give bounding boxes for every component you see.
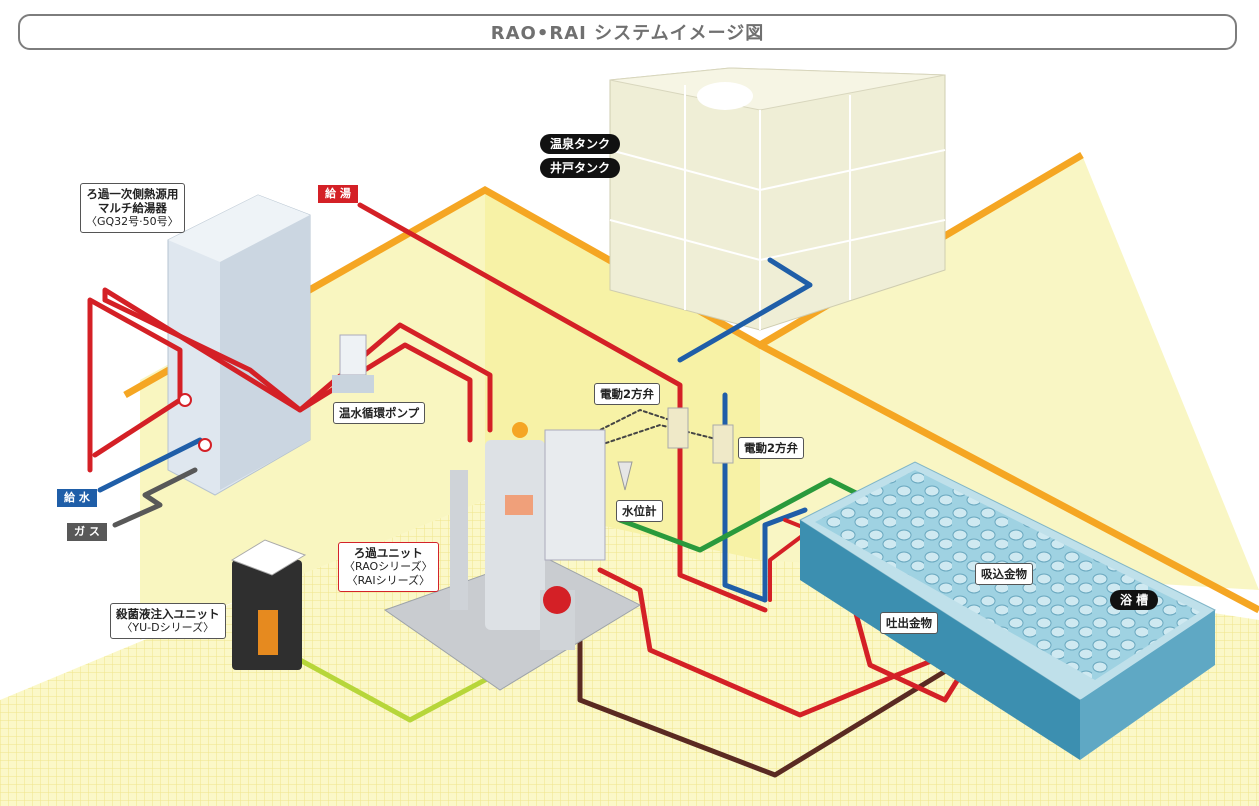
page-title: RAO•RAI システムイメージ図 [18,14,1237,50]
filter-unit [383,422,642,691]
sterilizer-label-line1: 殺菌液注入ユニット [116,607,220,621]
hot-supply-tag: 給 湯 [318,185,358,203]
pipe-hot-heater-1 [87,297,183,473]
heater-label-line2: マルチ給湯器 [97,201,167,215]
heater-label-line3: 〈GQ32号·50号〉 [86,215,179,228]
pipe-return [577,617,983,778]
left-wall [140,190,485,640]
pipe-hot-supply [357,202,768,613]
gas-tag: ガ ス [67,523,107,541]
level-meter-body [617,461,633,491]
heater-label: ろ過一次側熱源用 マルチ給湯器 〈GQ32号·50号〉 [80,183,185,233]
hot-spring-tank-pill: 温泉タンク [540,134,621,154]
filter-label-line3: 〈RAIシリーズ〉 [346,574,431,587]
water-supply-tag: 給 水 [57,489,97,507]
well-tank-pill: 井戸タンク [540,158,621,178]
water-heater [167,194,311,496]
valve-2-body [712,424,734,464]
pipe-water-tank [677,257,813,603]
level-meter-label: 水位計 [616,500,663,522]
beam-right [758,341,1259,614]
bath-pill: 浴 槽 [1110,590,1159,610]
pump [332,334,374,393]
valve-1-label: 電動2方弁 [594,383,661,405]
pipe-water-supply [97,437,203,493]
filter-label-line1: ろ過ユニット [353,546,423,560]
filter-label-line2: 〈RAOシリーズ〉 [344,560,433,573]
heater-label-line1: ろ過一次側熱源用 [86,187,179,201]
filter-unit-label: ろ過ユニット 〈RAOシリーズ〉 〈RAIシリーズ〉 [338,542,439,592]
sterilizer-unit [230,539,307,670]
sterilizer-label-line2: 〈YU-Dシリーズ〉 [121,621,215,634]
pipe-bath-feed [768,518,812,602]
suction-label: 吸込金物 [975,563,1033,585]
sterilizer-label: 殺菌液注入ユニット 〈YU-Dシリーズ〉 [110,603,226,639]
pipe-gas [112,467,198,528]
tank [609,67,946,331]
valve-1-body [667,407,689,449]
pump-label: 温水循環ポンプ [333,402,426,424]
outlet-label: 吐出金物 [880,612,938,634]
dashed-control [589,409,721,446]
valve-2-label: 電動2方弁 [738,437,805,459]
